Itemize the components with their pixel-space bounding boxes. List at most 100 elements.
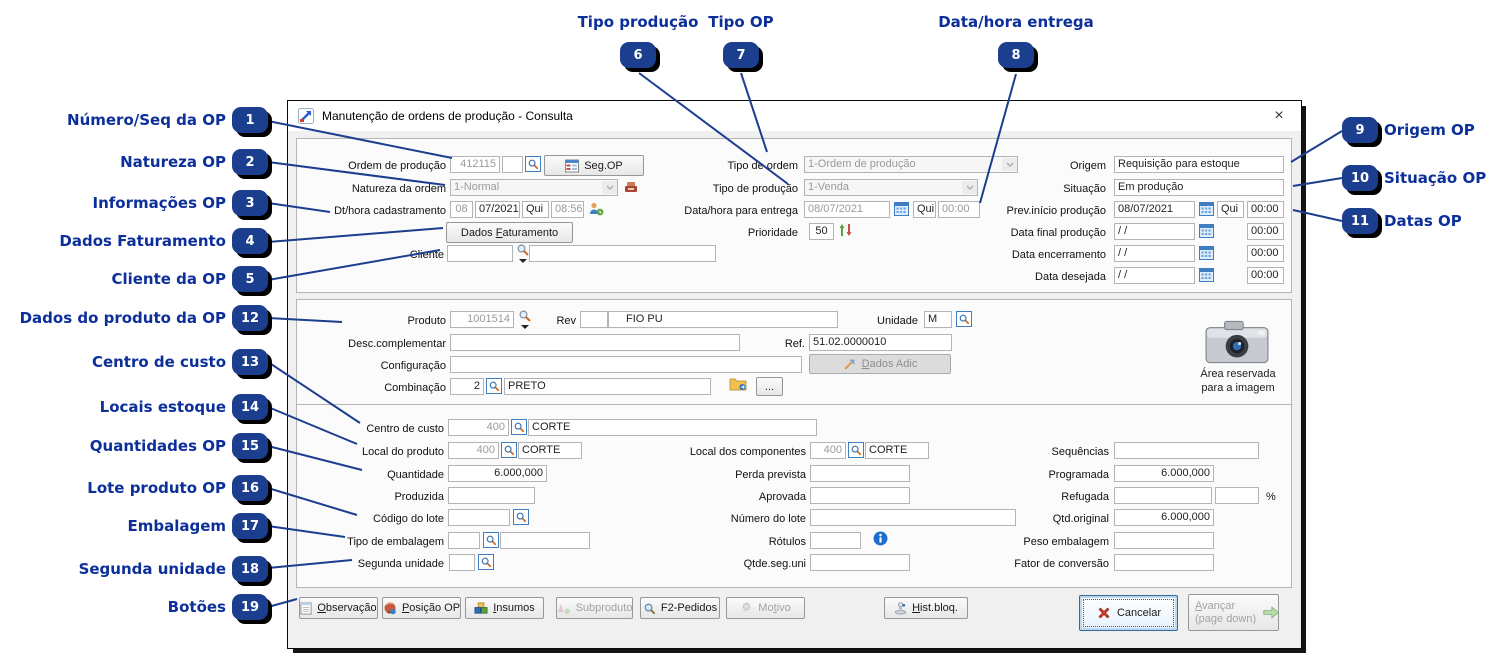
calendar-icon[interactable] xyxy=(894,201,910,217)
aprovada-label: Aprovada xyxy=(758,491,806,503)
refugada-pct-field xyxy=(1215,487,1259,504)
entrega-date-input[interactable]: 08/07/2021 xyxy=(804,201,890,218)
calendar-icon[interactable] xyxy=(1199,245,1215,261)
annotation-badge: 13 xyxy=(232,349,268,375)
local-componentes-input[interactable]: 400 xyxy=(810,442,846,459)
rotulos-input[interactable] xyxy=(810,532,861,549)
prioridade-icon[interactable] xyxy=(838,223,854,239)
search-icon[interactable] xyxy=(516,243,532,259)
prioridade-label: Prioridade xyxy=(747,227,798,239)
annotation-label: Tipo produção xyxy=(577,13,699,31)
calendar-icon[interactable] xyxy=(1199,201,1215,217)
perda-prevista-input[interactable] xyxy=(810,465,910,482)
annotation-badge: 6 xyxy=(620,42,656,68)
ordem-seq-input[interactable] xyxy=(502,156,523,173)
insumos-button[interactable]: Insumos xyxy=(465,597,544,619)
cliente-code-input[interactable] xyxy=(447,245,513,262)
dt-day-input[interactable]: 08 xyxy=(450,201,473,218)
programada-label: Programada xyxy=(1048,469,1109,481)
prev-date-input[interactable]: 08/07/2021 xyxy=(1114,201,1195,218)
tipo-embalagem-input[interactable] xyxy=(448,532,480,549)
prev-time-input[interactable]: 00:00 xyxy=(1247,201,1284,218)
encerramento-label: Data encerramento xyxy=(1011,249,1106,261)
calendar-icon[interactable] xyxy=(1199,223,1215,239)
natureza-select[interactable]: 1-Normal xyxy=(450,179,618,196)
search-icon[interactable] xyxy=(486,378,502,394)
search-icon[interactable] xyxy=(518,309,534,325)
chevron-down-icon[interactable] xyxy=(521,325,529,329)
search-icon[interactable] xyxy=(525,156,541,172)
tipo-ordem-select[interactable]: 1-Ordem de produção xyxy=(804,156,1018,173)
close-icon[interactable]: × xyxy=(1274,107,1284,124)
folder-icon[interactable] xyxy=(729,376,748,392)
search-icon[interactable] xyxy=(483,532,499,548)
search-icon[interactable] xyxy=(513,509,529,525)
quantidade-input[interactable]: 6.000,000 xyxy=(448,465,547,482)
annotation-label: Cliente da OP xyxy=(111,270,226,288)
centro-custo-input[interactable]: 400 xyxy=(448,419,509,436)
f2-pedidos-button[interactable]: F2-Pedidos xyxy=(640,597,720,619)
final-date-input[interactable]: / / xyxy=(1114,223,1195,240)
rev-input[interactable] xyxy=(580,311,608,328)
prioridade-input[interactable]: 50 xyxy=(809,223,834,240)
observacao-button[interactable]: Observação xyxy=(299,597,378,619)
combinacao-input[interactable]: 2 xyxy=(450,378,484,395)
unidade-input[interactable]: M xyxy=(924,311,952,328)
natureza-printer-icon[interactable] xyxy=(624,180,640,196)
desc-complementar-input[interactable] xyxy=(450,334,740,351)
local-produto-input[interactable]: 400 xyxy=(448,442,499,459)
dt-monthyear-input[interactable]: 07/2021 xyxy=(475,201,520,218)
origem-field[interactable]: Requisição para estoque xyxy=(1114,156,1284,173)
info-icon[interactable] xyxy=(873,531,889,547)
chevron-down-icon xyxy=(602,181,617,194)
produto-label: Produto xyxy=(407,315,446,327)
local-componentes-desc-field: CORTE xyxy=(865,442,929,459)
entrega-label: Data/hora para entrega xyxy=(684,205,798,217)
configuracao-input[interactable] xyxy=(450,356,802,373)
codigo-lote-input[interactable] xyxy=(448,509,510,526)
posicao-op-button[interactable]: Posição OP xyxy=(382,597,461,619)
desejada-time-input[interactable]: 00:00 xyxy=(1247,267,1284,284)
search-icon[interactable] xyxy=(501,442,517,458)
calendar-icon[interactable] xyxy=(1199,267,1215,283)
annotation-label: Embalagem xyxy=(127,517,226,535)
more-options-button[interactable]: ... xyxy=(756,377,783,396)
segunda-unidade-input[interactable] xyxy=(449,554,475,571)
f2-pedidos-label: F2-Pedidos xyxy=(660,602,718,614)
annotation-label: Situação OP xyxy=(1384,169,1487,187)
title-bar[interactable]: Manutenção de ordens de produção - Consu… xyxy=(288,101,1301,131)
dados-faturamento-button[interactable]: Dados Faturamento xyxy=(446,222,573,243)
cancel-button[interactable]: Cancelar xyxy=(1079,595,1178,631)
produto-input[interactable]: 1001514 xyxy=(450,311,514,328)
codigo-lote-label: Código do lote xyxy=(373,513,444,525)
annotation-badge: 11 xyxy=(1342,208,1378,234)
configuracao-label: Configuração xyxy=(380,360,446,372)
situacao-field[interactable]: Em produção xyxy=(1114,179,1284,196)
desejada-date-input[interactable]: / / xyxy=(1114,267,1195,284)
user-clock-icon[interactable] xyxy=(588,201,604,217)
numero-lote-field xyxy=(810,509,1016,526)
entrega-time-input[interactable]: 00:00 xyxy=(938,201,980,218)
ordem-input[interactable]: 412115 xyxy=(450,156,500,173)
search-icon[interactable] xyxy=(511,419,527,435)
dados-faturamento-label: Dados Faturamento xyxy=(460,226,559,239)
final-time-input[interactable]: 00:00 xyxy=(1247,223,1284,240)
dt-time-input[interactable]: 08:56 xyxy=(551,201,584,218)
search-icon[interactable] xyxy=(478,554,494,570)
seg-op-button[interactable]: Seg.OP xyxy=(544,155,644,176)
tipo-producao-select[interactable]: 1-Venda xyxy=(804,179,978,196)
annotation-badge: 4 xyxy=(232,228,268,254)
encerramento-time-input[interactable]: 00:00 xyxy=(1247,245,1284,262)
encerramento-date-input[interactable]: / / xyxy=(1114,245,1195,262)
annotation-label: Informações OP xyxy=(92,194,226,212)
prev-inicio-label: Prev.início produção xyxy=(1006,205,1106,217)
search-icon[interactable] xyxy=(956,311,972,327)
search-icon[interactable] xyxy=(848,442,864,458)
chevron-down-icon[interactable] xyxy=(519,259,527,263)
hist-bloq-button[interactable]: Hist.bloq. xyxy=(884,597,968,619)
produzida-field xyxy=(448,487,535,504)
